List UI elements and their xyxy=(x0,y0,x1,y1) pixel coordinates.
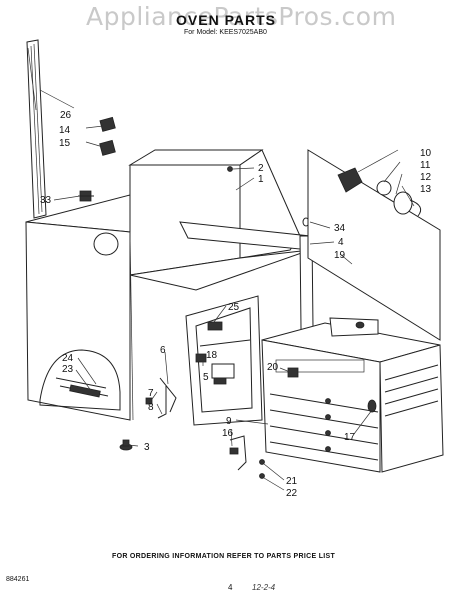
page-number: 4 xyxy=(228,583,233,592)
callout-25: 25 xyxy=(228,302,240,313)
callout-7: 7 xyxy=(148,388,154,399)
oven-cavity xyxy=(261,317,444,473)
callout-34: 34 xyxy=(334,223,346,234)
callout-4: 4 xyxy=(338,237,344,248)
callout-3: 3 xyxy=(144,442,150,453)
callout-11: 11 xyxy=(420,160,431,171)
callout-1: 1 xyxy=(258,174,264,185)
watermark: AppliancePartsPros.com xyxy=(86,2,397,31)
callout-13: 13 xyxy=(420,184,432,195)
oven-front-frame xyxy=(185,295,263,426)
callout-10: 10 xyxy=(420,148,432,159)
callout-22: 22 xyxy=(286,488,298,499)
callout-33: 33 xyxy=(40,195,52,206)
part-14-clip xyxy=(99,116,116,132)
callout-6: 6 xyxy=(160,345,166,356)
callout-16: 16 xyxy=(222,428,234,439)
part-2-screw xyxy=(227,166,233,172)
callout-23: 23 xyxy=(62,364,74,375)
callout-17: 17 xyxy=(344,432,356,443)
leader-lines xyxy=(39,89,415,491)
callout-21: 21 xyxy=(286,476,298,487)
part-15-clip xyxy=(99,139,116,156)
callout-20: 20 xyxy=(267,362,279,373)
callout-24: 24 xyxy=(62,353,74,364)
part-26-side-trim xyxy=(26,39,47,219)
date-code: 12-2-4 xyxy=(252,583,276,592)
callout-2: 2 xyxy=(258,163,264,174)
cabinet-body xyxy=(25,149,315,421)
callout-5: 5 xyxy=(203,372,209,383)
callout-8: 8 xyxy=(148,402,154,413)
callout-19: 19 xyxy=(334,250,346,261)
callout-labels: 26 14 15 33 2 1 10 11 12 13 34 4 19 25 6… xyxy=(40,110,432,499)
callout-9: 9 xyxy=(226,416,232,427)
part-33-bracket xyxy=(78,190,94,202)
callout-14: 14 xyxy=(59,125,71,136)
callout-18: 18 xyxy=(206,350,218,361)
ordering-note: FOR ORDERING INFORMATION REFER TO PARTS … xyxy=(112,553,336,560)
lower-hardware xyxy=(119,353,265,479)
callout-15: 15 xyxy=(59,138,71,149)
model-subtitle: For Model: KEES7025AB0 xyxy=(184,29,267,36)
page-title: OVEN PARTS xyxy=(176,12,276,28)
document-number: 884261 xyxy=(6,576,30,583)
callout-26: 26 xyxy=(60,110,72,121)
callout-12: 12 xyxy=(420,172,432,183)
